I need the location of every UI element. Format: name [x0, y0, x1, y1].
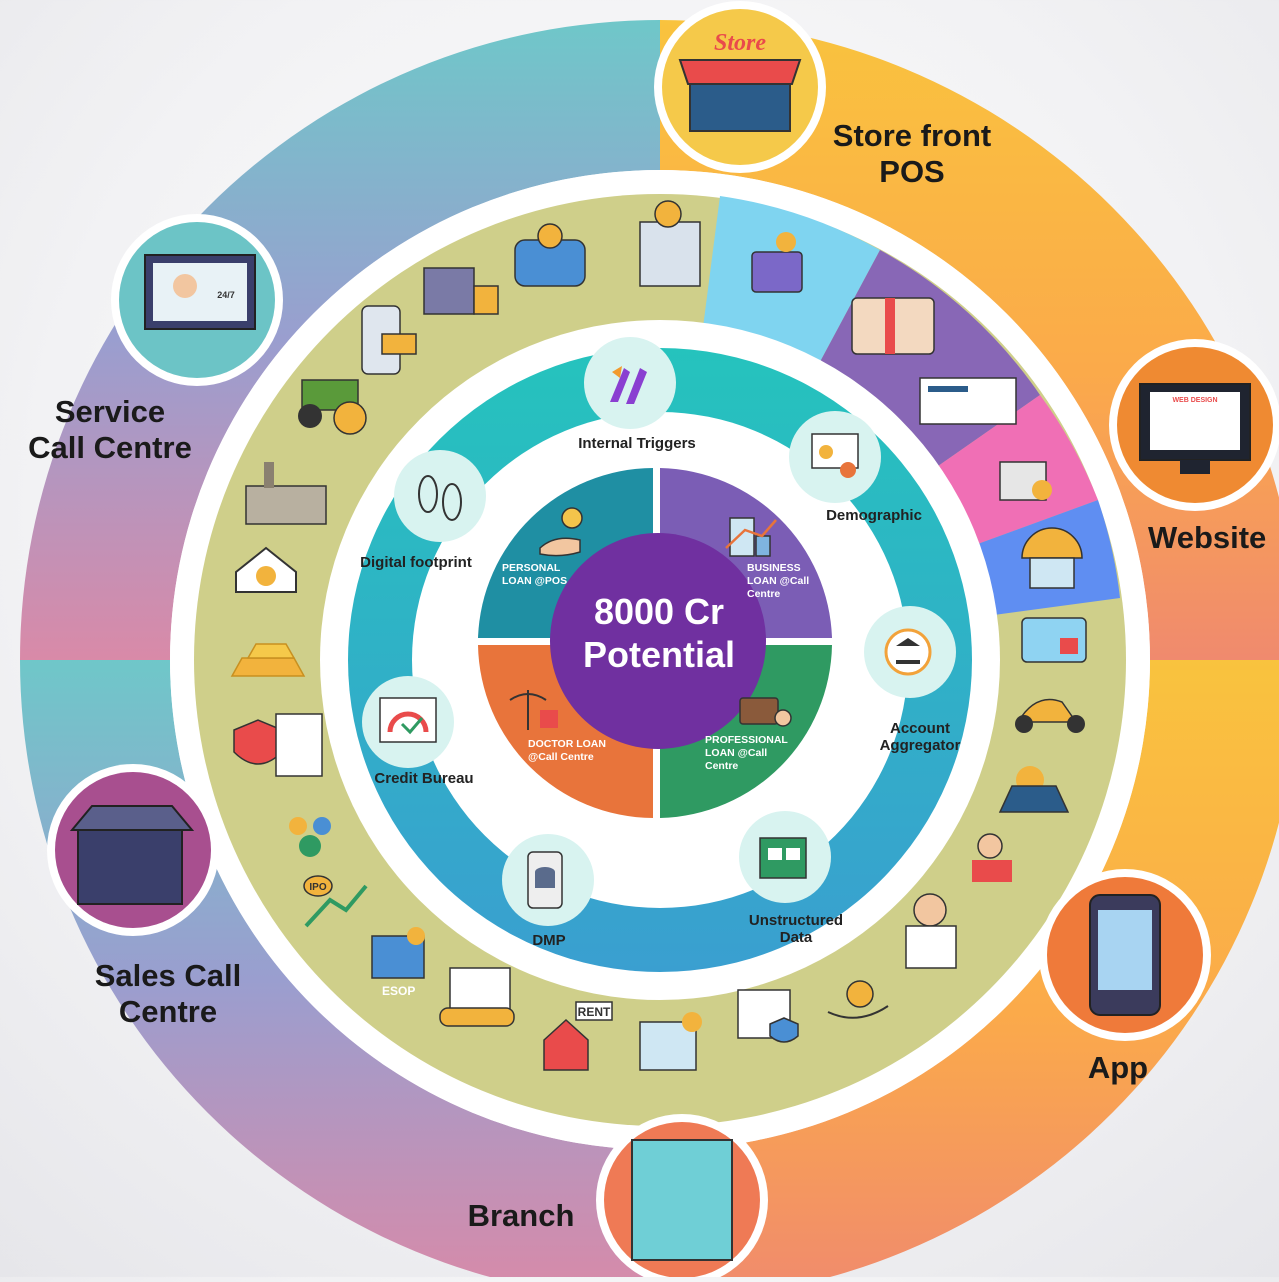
database-icon — [502, 834, 594, 926]
truck-loan-icon — [423, 267, 499, 315]
car-loan-icon — [514, 223, 586, 287]
health-insurance-icon — [233, 713, 323, 777]
label-sales-call-centre: Sales Call Centre — [94, 958, 242, 1029]
label-store-front-pos: Store front POS — [832, 118, 992, 189]
cash-in-hand-icon — [827, 980, 889, 1019]
esop-icon — [371, 927, 425, 979]
label-dmp: DMP — [532, 932, 566, 949]
label-website: Website — [1148, 520, 1267, 555]
cheque-icon — [919, 377, 1017, 425]
label-internal-triggers: Internal Triggers — [578, 435, 696, 452]
business-bag-icon — [751, 232, 803, 293]
center-line-2: Potential — [582, 634, 735, 676]
quadrant-label-professional: PROFESSIONAL LOAN @Call Centre — [705, 734, 788, 773]
icon-tags: Store RENT IPO WEB DESIGN 24/7 — [217, 30, 1217, 1019]
gold-bars-icon — [230, 643, 306, 677]
home-loan-icon — [235, 546, 297, 593]
branch-building-icon — [596, 1114, 768, 1282]
website-icon — [1109, 339, 1279, 511]
center-circle — [550, 533, 766, 749]
locker-icon — [999, 461, 1052, 501]
team-money-icon — [289, 817, 331, 857]
scooter-loan-icon — [1015, 698, 1085, 733]
label-demographic: Demographic — [826, 507, 922, 524]
caduceus-icon — [509, 690, 558, 730]
freelancer-icon — [972, 833, 1012, 882]
credit-score-icon — [362, 676, 454, 768]
rent-house-icon — [543, 1001, 613, 1071]
sales-call-centre-icon — [47, 764, 219, 936]
secure-analytics-icon — [737, 989, 799, 1043]
car-insurance-icon — [439, 967, 515, 1027]
web-design-tag: WEB DESIGN — [1172, 397, 1217, 404]
store-icon — [654, 1, 826, 173]
product-icons — [230, 200, 1087, 1071]
label-digital-footprint: Digital footprint — [360, 554, 472, 571]
label-account-aggregator: Account Aggregator — [879, 720, 961, 755]
store-sign: Store — [714, 30, 766, 56]
label-unstructured-data: Unstructured Data — [748, 912, 844, 947]
label-branch: Branch — [467, 1198, 575, 1233]
footprint-icon — [394, 450, 486, 542]
media-icon — [739, 811, 831, 903]
esop-tag: ESOP — [382, 984, 416, 998]
mobile-app-icon — [1039, 869, 1211, 1041]
quadrant-label-doctor: DOCTOR LOAN @Call Centre — [528, 738, 606, 764]
credit-card-icon — [1021, 617, 1087, 663]
insurance-umbrella-icon — [1021, 527, 1083, 589]
label-service-call-centre: Service Call Centre — [28, 394, 192, 465]
center-potential: 8000 Cr Potential — [548, 590, 770, 676]
demographic-icon — [789, 411, 881, 503]
internal-triggers-icon — [584, 337, 676, 429]
tractor-loan-icon — [298, 379, 367, 435]
ipo-tag: IPO — [309, 882, 326, 893]
center-line-1: 8000 Cr — [593, 591, 725, 632]
quadrant-label-business: BUSINESS LOAN @Call Centre — [747, 562, 810, 601]
factory-icon — [245, 462, 327, 525]
business-growth-icon — [725, 517, 777, 557]
bank-icon — [864, 606, 956, 698]
building-money-icon — [639, 1012, 702, 1071]
service-call-centre-icon — [111, 214, 283, 386]
rent-sign: RENT — [578, 1005, 611, 1019]
solar-panel-icon — [998, 766, 1070, 813]
support-tag: 24/7 — [217, 290, 235, 300]
data-source-icons — [362, 337, 956, 926]
real-estate-investment-icon — [639, 200, 701, 287]
doctor-icon — [905, 893, 957, 969]
card-payment-icon — [361, 305, 417, 375]
label-credit-bureau: Credit Bureau — [374, 770, 474, 787]
channel-badges — [47, 1, 1279, 1282]
gift-card-icon — [851, 297, 935, 355]
quadrant-label-personal: PERSONAL LOAN @POS — [502, 562, 568, 588]
hand-coin-icon — [539, 507, 583, 557]
label-app: App — [1087, 1050, 1149, 1085]
ipo-icon — [303, 875, 368, 928]
briefcase-icon — [739, 697, 792, 727]
